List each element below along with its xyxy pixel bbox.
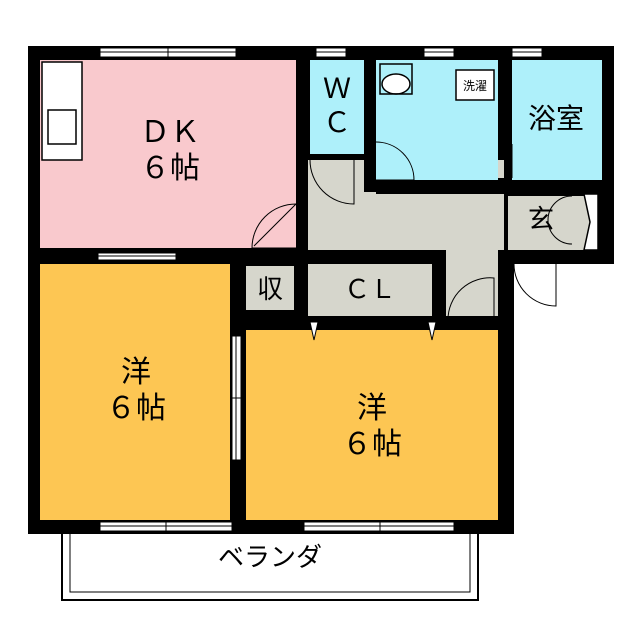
kitchen-sink-icon <box>47 109 77 145</box>
laundry-pan-icon <box>455 69 495 101</box>
bath-floor <box>512 60 602 180</box>
entrance-shoebox <box>583 193 599 251</box>
wc-floor <box>310 60 364 154</box>
laundry-label: 洗濯 <box>463 79 487 93</box>
closet-door-marks <box>309 321 437 341</box>
dk-size: ６帖 <box>140 151 200 186</box>
wc-name-line2: Ｃ <box>323 106 351 139</box>
closet-name: ＣＬ <box>344 275 396 305</box>
fixtures <box>379 63 495 101</box>
western-left-name: 洋 <box>121 355 151 390</box>
wc-door-icon <box>309 159 355 205</box>
dk-door-icon <box>251 203 297 249</box>
western-left-size: ６帖 <box>106 391 166 426</box>
kitchen-counter <box>41 61 83 161</box>
storage-name: 収 <box>257 275 283 305</box>
washbasin-icon <box>381 73 411 95</box>
western-right-size: ６帖 <box>342 427 402 462</box>
interior-walls <box>28 50 614 532</box>
entrance-inner-door-icon <box>547 195 573 245</box>
windows <box>97 47 543 532</box>
room-labels: ＤＫ ６帖 Ｗ Ｃ 洗濯 浴室 玄 収 ＣＬ 洋 ６帖 洋 ６帖 <box>106 72 584 462</box>
balcony-label: ベランダ <box>218 543 322 573</box>
storage-floor <box>246 266 294 314</box>
dk-name: ＤＫ <box>140 115 200 150</box>
bath-name: 浴室 <box>528 102 584 135</box>
washroom-door-icon <box>375 141 415 181</box>
closet-door-icon <box>447 277 495 321</box>
room-floors <box>40 60 602 520</box>
western-right-floor <box>246 330 498 520</box>
closet-floor <box>306 266 430 316</box>
western-right-name: 洋 <box>357 391 387 426</box>
entrance-door-icon <box>513 263 557 307</box>
entrance-name: 玄 <box>528 205 554 235</box>
western-left-floor <box>40 264 230 520</box>
balcony: ベランダ <box>61 528 479 601</box>
door-swings <box>251 141 573 321</box>
wc-name-line1: Ｗ <box>323 72 351 105</box>
